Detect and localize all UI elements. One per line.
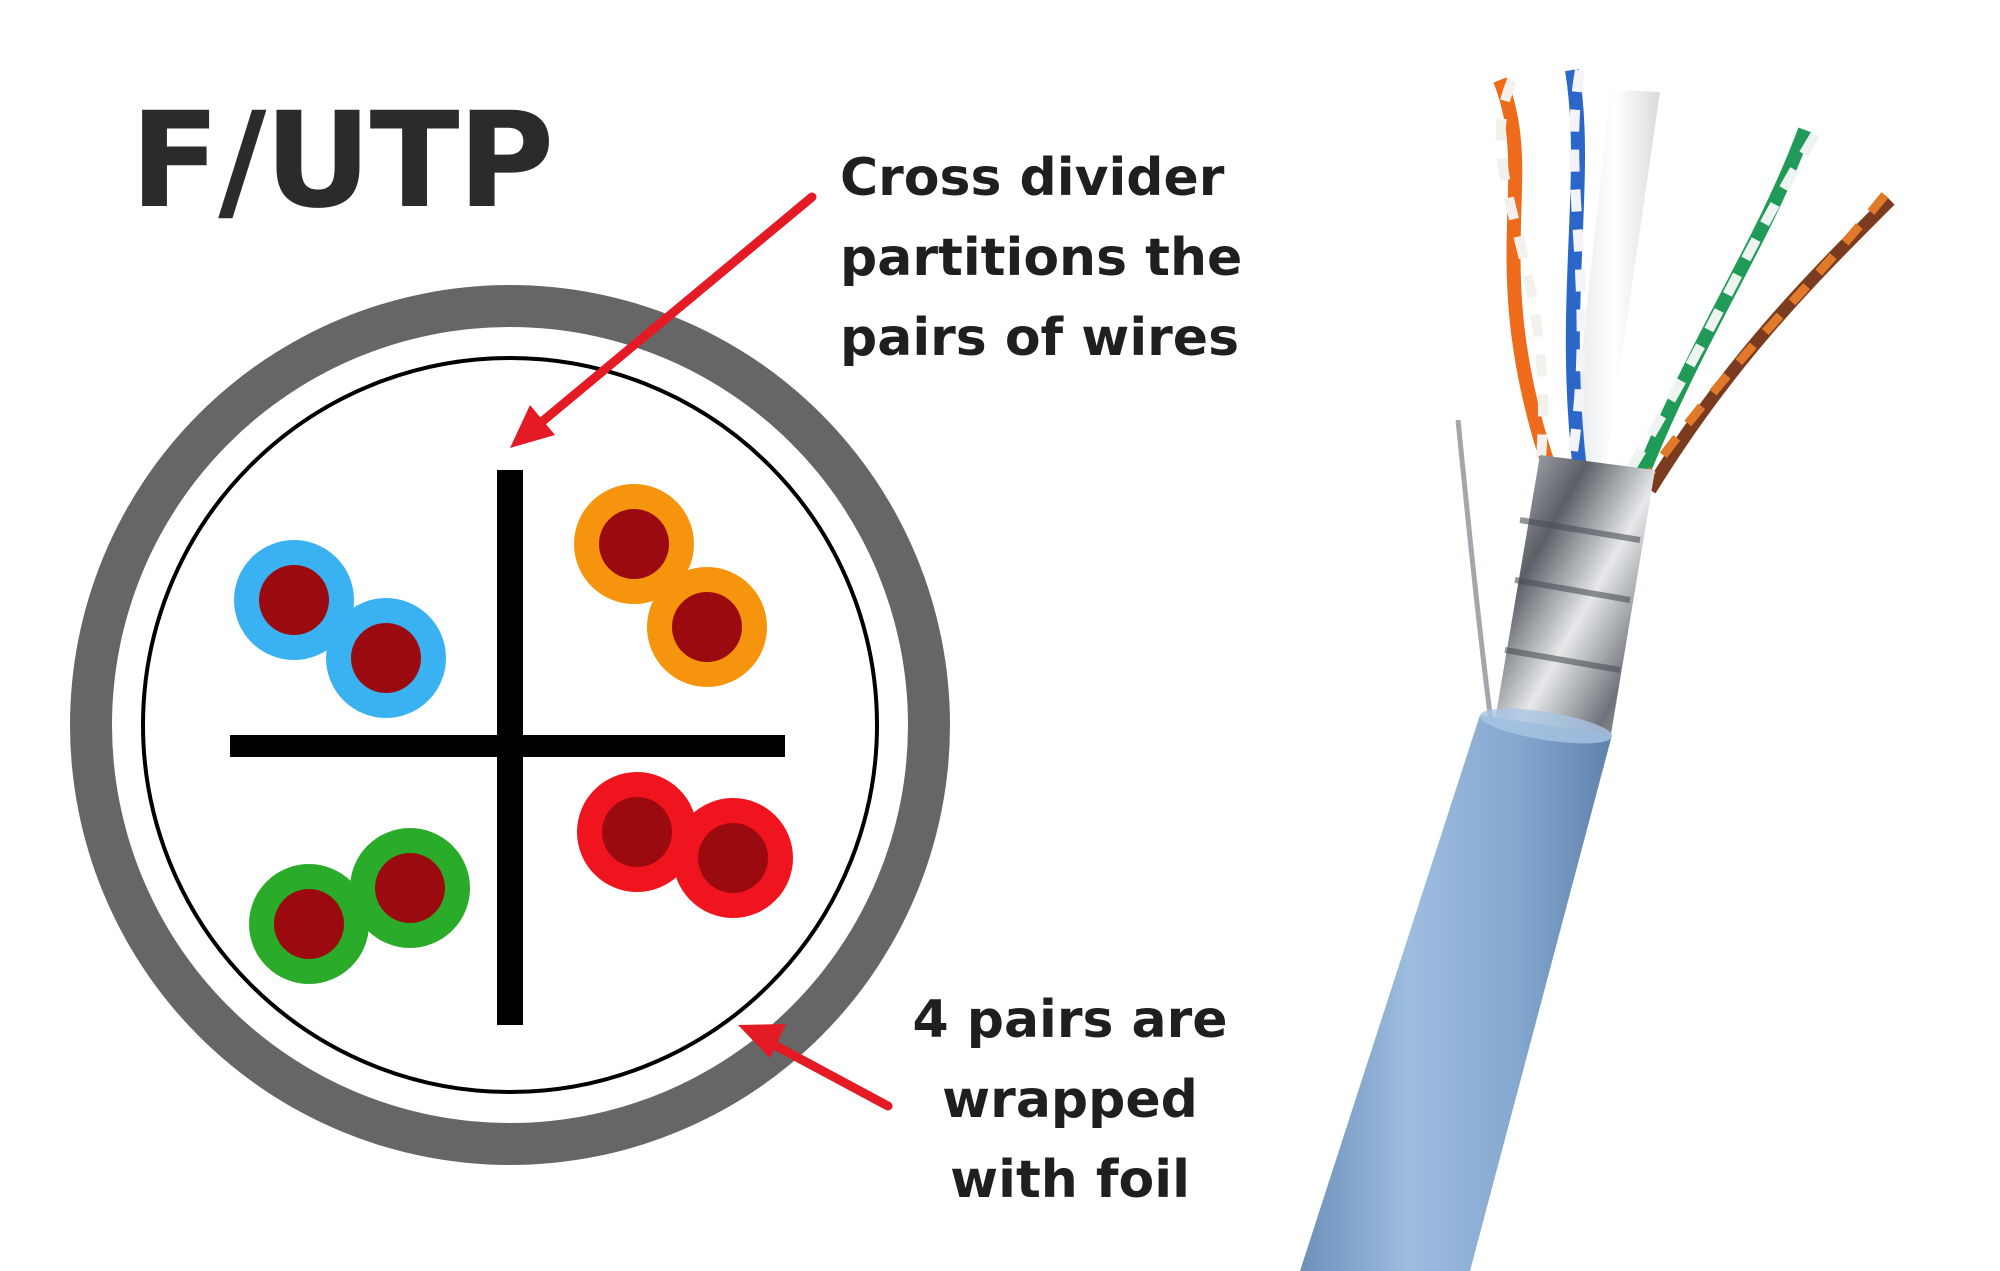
- arrow-to-foil: [738, 1024, 893, 1111]
- arrow-to-divider: [510, 192, 817, 448]
- brown-pair-strand: [1644, 195, 1895, 494]
- wire-pair-green: [249, 828, 470, 984]
- callout-line: Cross divider: [840, 148, 1225, 208]
- wire-pair-red: [577, 772, 793, 918]
- wire-pair-orange: [574, 484, 767, 687]
- callout-line: wrapped: [942, 1070, 1198, 1130]
- cross-section: [70, 285, 950, 1165]
- diagram-title: F/UTP: [130, 84, 554, 238]
- callout-line: with foil: [950, 1150, 1190, 1210]
- callout-line: 4 pairs are: [912, 990, 1228, 1050]
- orange-pair-strand: [1493, 77, 1557, 473]
- callout-line: partitions the: [840, 228, 1243, 288]
- outer-blue-jacket: [1300, 715, 1612, 1271]
- wire-pair-blue: [234, 540, 446, 718]
- foil-callout: 4 pairs are wrapped with foil: [900, 980, 1240, 1220]
- foil-wrap: [1495, 455, 1655, 740]
- cross-divider-horizontal: [230, 735, 785, 757]
- callout-line: pairs of wires: [840, 308, 1240, 368]
- cross-divider-callout: Cross divider partitions the pairs of wi…: [840, 138, 1242, 378]
- drain-wire: [1455, 419, 1495, 731]
- cable-photo: [1300, 68, 1895, 1271]
- filler-strand: [1570, 90, 1660, 470]
